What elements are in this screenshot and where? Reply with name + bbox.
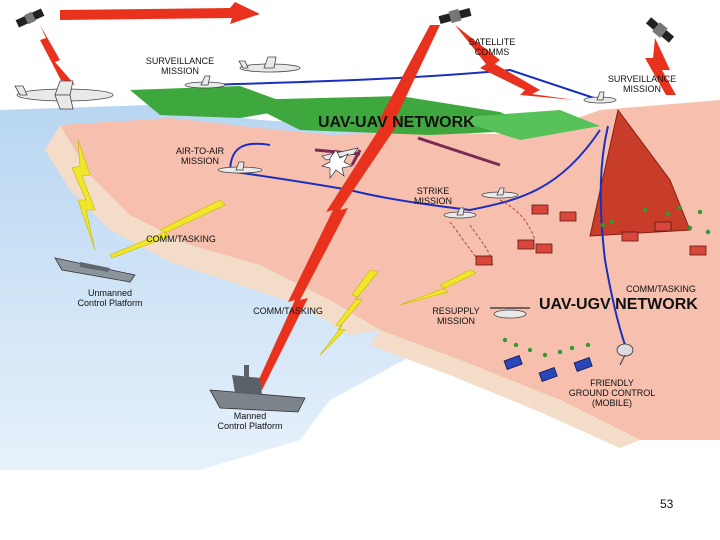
satellite-comms-label: SATELLITE COMMS	[462, 37, 522, 57]
unmanned-control-platform-label: Unmanned Control Platform	[70, 288, 150, 308]
satellite-icon	[15, 8, 45, 29]
comm-tasking-center-label: COMM/TASKING	[250, 306, 326, 316]
friendly-ground-control-label: FRIENDLY GROUND CONTROL (MOBILE)	[562, 378, 662, 408]
satellite-icon	[645, 16, 676, 44]
air-to-air-mission-label: AIR-TO-AIR MISSION	[170, 146, 230, 166]
lightning-sat-left	[40, 25, 75, 88]
strike-mission-label: STRIKE MISSION	[408, 186, 458, 206]
uav-uav-network-title: UAV-UAV NETWORK	[318, 114, 475, 132]
comm-tasking-left-label: COMM/TASKING	[146, 234, 216, 244]
page-number: 53	[660, 497, 673, 511]
surveillance-mission-right-label: SURVEILLANCE MISSION	[600, 74, 684, 94]
satellite-icon	[438, 6, 472, 26]
comm-tasking-right-label: COMM/TASKING	[626, 284, 696, 294]
resupply-mission-label: RESUPPLY MISSION	[428, 306, 484, 326]
lightning-sat-top	[60, 2, 260, 24]
manned-control-platform-label: Manned Control Platform	[210, 411, 290, 431]
uav-ugv-network-title: UAV-UGV NETWORK	[539, 296, 698, 314]
surveillance-mission-left-label: SURVEILLANCE MISSION	[140, 56, 220, 76]
